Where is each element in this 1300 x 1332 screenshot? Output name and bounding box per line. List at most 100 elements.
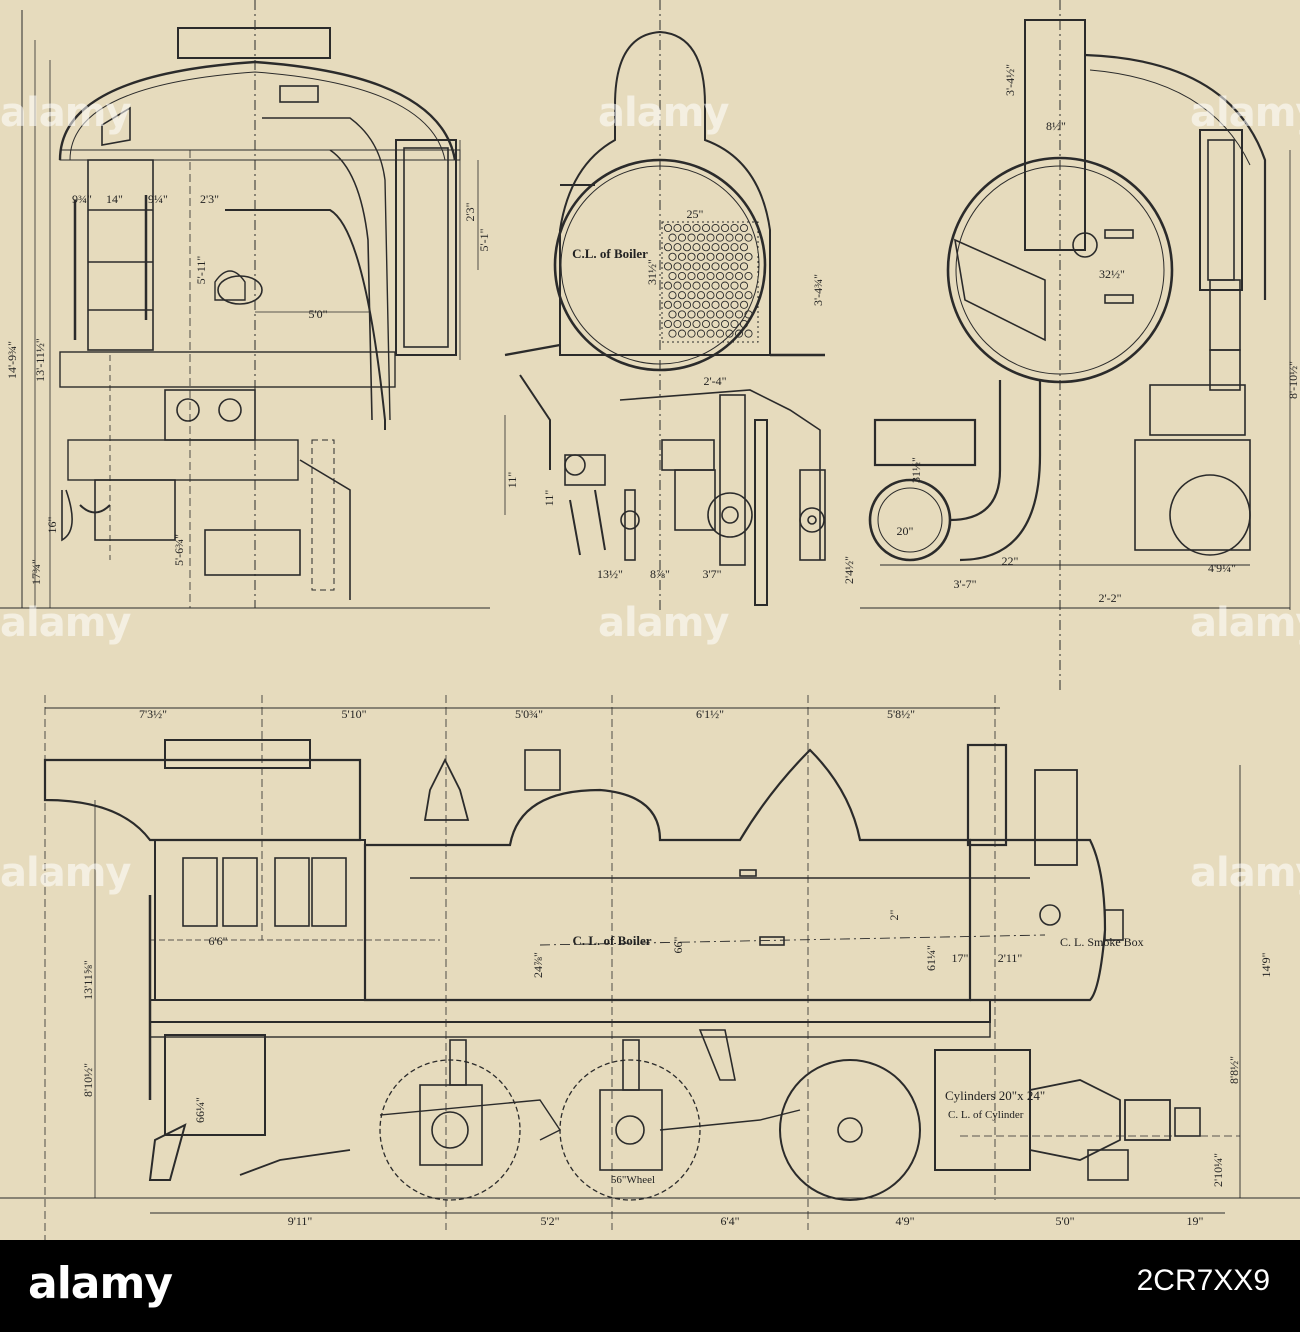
boiler-tube — [734, 233, 744, 242]
boiler-tube — [687, 271, 696, 281]
dim-cab-row: 9¾" — [72, 192, 92, 206]
dim-cab-vertical: 2'3" — [463, 202, 477, 221]
boiler-tube — [673, 223, 682, 233]
boiler-tube — [734, 291, 744, 300]
boiler-tube — [663, 243, 673, 252]
boiler-tube — [706, 310, 715, 319]
boiler-tube — [739, 243, 749, 252]
dim-cab-width: 5'0" — [308, 307, 327, 321]
front-view — [504, 0, 826, 610]
boiler-tube — [668, 252, 677, 261]
dim-section: 4'9¼" — [1208, 561, 1236, 575]
boiler-tube — [692, 300, 701, 309]
boiler-tube-grid — [663, 223, 753, 338]
dim-front: 11" — [542, 490, 556, 507]
boiler-tube — [725, 291, 734, 300]
boiler-tube — [715, 271, 725, 281]
side-elevation-view — [0, 695, 1300, 1240]
dim-cab-vertical: 17¾" — [29, 559, 43, 585]
dim-side: 8'10½" — [81, 1063, 95, 1097]
boiler-tube — [734, 310, 744, 319]
boiler-tube — [725, 252, 734, 261]
boiler-tube — [744, 329, 753, 338]
dim-cab-row: 9¼" — [148, 192, 168, 206]
dim-side: 17" — [952, 951, 969, 965]
label-cl-cylinder: C. L. of Cylinder — [948, 1109, 1024, 1121]
dim-front: 31½" — [645, 259, 659, 285]
boiler-tube — [730, 262, 739, 271]
boiler-tube — [720, 281, 730, 290]
boiler-tube — [677, 233, 687, 242]
cross-section-view — [860, 0, 1291, 690]
boiler-tube — [744, 252, 753, 261]
boiler-tubes — [661, 221, 759, 343]
dim-side: 2'10¼" — [1211, 1153, 1225, 1187]
dim-side: 66¼" — [193, 1097, 207, 1123]
boiler-tube — [682, 223, 692, 233]
boiler-tube — [739, 319, 749, 329]
dim-bottom-span: 4'9" — [895, 1214, 914, 1228]
boiler-tube — [663, 262, 673, 271]
boiler-tube — [706, 329, 715, 338]
dim-top-span: 7'3½" — [139, 707, 167, 721]
dim-top-span: 5'8½" — [887, 707, 915, 721]
boiler-tube — [739, 262, 749, 271]
boiler-tube — [687, 310, 696, 319]
boiler-tube — [706, 252, 715, 261]
boiler-tube — [715, 291, 725, 300]
boiler-tube — [668, 329, 677, 338]
dim-cab-vertical: 5'-6¾" — [172, 534, 186, 566]
dim-bottom-span: 19" — [1187, 1214, 1204, 1228]
boiler-tube — [715, 329, 725, 338]
boiler-tube — [715, 252, 725, 261]
dim-cab-vertical: 16" — [45, 516, 59, 533]
boiler-tube — [663, 223, 673, 233]
dim-bottom-span: 9'11" — [288, 1214, 313, 1228]
boiler-tube — [701, 319, 711, 329]
label-cl-smoke-box: C. L. Smoke Box — [1060, 935, 1144, 949]
boiler-tube — [720, 319, 730, 329]
boiler-tube — [739, 281, 749, 290]
dim-bottom-span: 5'0" — [1055, 1214, 1074, 1228]
dim-section: 3'-4½" — [1003, 64, 1017, 96]
dim-side: 61¼" — [924, 945, 938, 971]
boiler-tube — [673, 300, 682, 309]
boiler-tube — [744, 310, 753, 319]
dim-top-span: 5'0¾" — [515, 707, 543, 721]
dim-front: 2'-4" — [703, 374, 726, 388]
boiler-tube — [730, 223, 739, 233]
boiler-tube — [715, 310, 725, 319]
boiler-tube — [682, 243, 692, 252]
dim-cab-vertical: 5'-1" — [477, 228, 491, 251]
dim-side: 8'8½" — [1227, 1056, 1241, 1084]
dim-side: 13'11⅝" — [81, 960, 95, 1000]
boiler-tube — [696, 291, 706, 300]
boiler-tube — [739, 300, 749, 309]
boiler-tube — [720, 262, 730, 271]
boiler-tube — [711, 262, 720, 271]
dim-front: 11" — [505, 472, 519, 489]
boiler-tube — [734, 329, 744, 338]
boiler-tube — [687, 291, 696, 300]
boiler-tube — [692, 243, 701, 252]
boiler-tube — [696, 233, 706, 242]
boiler-tube — [701, 262, 711, 271]
boiler-tube — [701, 300, 711, 309]
boiler-tube — [711, 300, 720, 309]
dim-bottom-span: 5'2" — [540, 1214, 559, 1228]
dim-cab-vertical: 5'-11" — [194, 256, 208, 285]
boiler-tube — [706, 271, 715, 281]
dim-front: 3'-4¾" — [811, 274, 825, 306]
boiler-tube — [687, 329, 696, 338]
boiler-tube — [734, 252, 744, 261]
label-cl-boiler-side: C. L. of Boiler — [572, 933, 651, 948]
dim-side: 14'9" — [1259, 952, 1273, 977]
boiler-tube — [696, 329, 706, 338]
dim-front: 25" — [687, 207, 704, 221]
boiler-tube — [682, 262, 692, 271]
dim-section: 31½" — [909, 457, 923, 483]
boiler-tube — [663, 319, 673, 329]
boiler-tube — [692, 281, 701, 290]
boiler-tube — [744, 291, 753, 300]
dim-side: 66" — [671, 936, 685, 953]
